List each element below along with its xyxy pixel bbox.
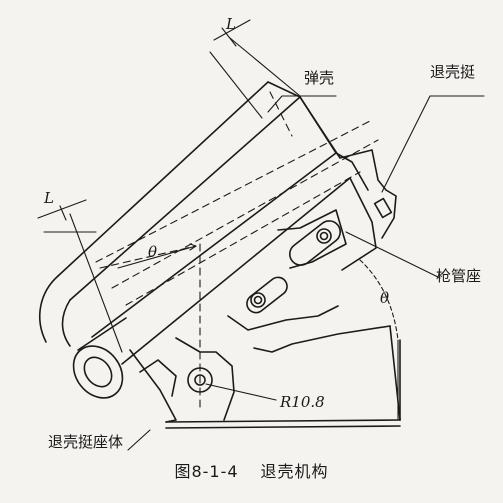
ejector-seat-body [129,305,401,429]
shell-casing [299,96,397,239]
hidden-lines [95,91,379,411]
label-tube-seat: 枪管座 [436,267,482,285]
angle-arc-right [359,259,399,421]
label-angle-right: θ [380,289,390,307]
label-angle-left: θ [148,243,158,261]
label-length-left: L [44,189,54,207]
pins [187,228,332,393]
figure-title: 退壳机构 [260,462,329,481]
leader-lines [127,95,485,451]
angle-arc-left [117,243,197,269]
cylinder-end [38,275,127,399]
label-ejector: 退壳挺 [430,63,476,81]
dimension-left-L [37,199,123,353]
dimension-top-L [209,19,301,119]
label-shell-casing: 弹壳 [304,69,335,87]
barrel-body [57,81,351,365]
label-radius: R10.8 [280,393,325,411]
figure-caption: 图8-1-4 退壳机构 [0,458,503,482]
slot-holes [246,220,341,314]
figure-number: 图8-1-4 [174,462,239,481]
label-length-top: L [226,15,236,33]
label-ejector-seat-body: 退壳挺座体 [48,433,124,451]
